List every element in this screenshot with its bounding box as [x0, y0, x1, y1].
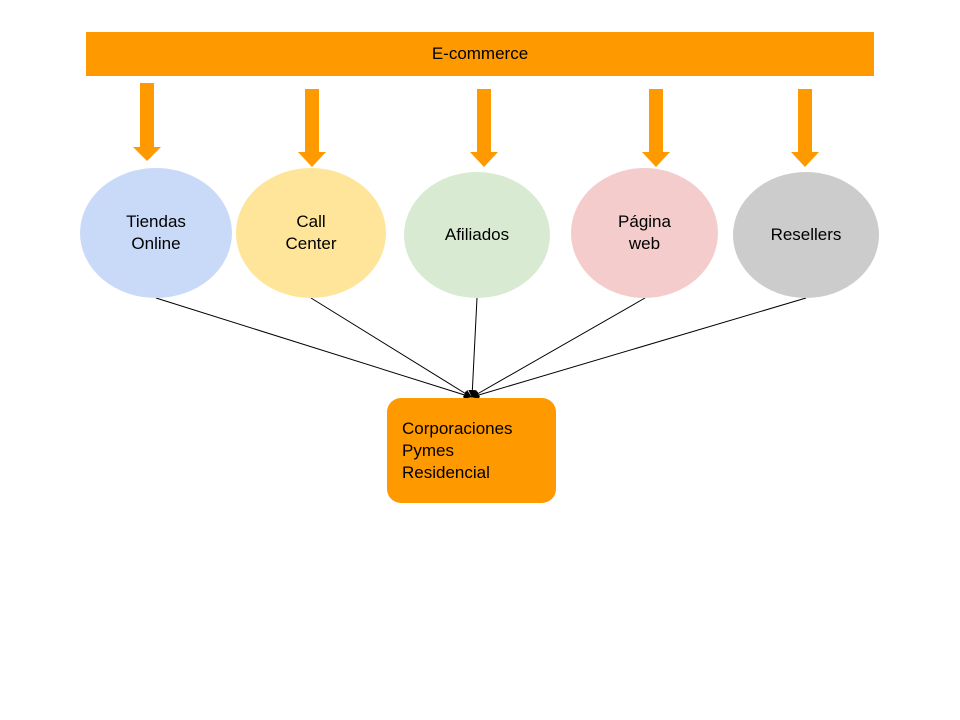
block-arrow — [133, 83, 161, 161]
target-line-residencial: Residencial — [402, 463, 490, 482]
block-arrow — [298, 89, 326, 167]
node-call-center: Call Center — [236, 168, 386, 298]
target-box: Corporaciones Pymes Residencial — [387, 398, 556, 503]
connector-line — [471, 297, 646, 398]
node-afiliados: Afiliados — [404, 172, 550, 298]
block-arrow — [470, 89, 498, 167]
node-resellers: Resellers — [733, 172, 879, 298]
node-pagina-web: Página web — [571, 168, 718, 298]
block-arrow — [642, 89, 670, 167]
target-line-corporaciones: Corporaciones — [402, 419, 513, 438]
connector-line — [471, 297, 807, 399]
connector-line — [468, 297, 478, 398]
banner-label: E-commerce — [431, 44, 529, 63]
banner-bar — [86, 32, 874, 76]
block-arrow — [791, 89, 819, 167]
node-tiendas-online: Tiendas Online — [80, 168, 232, 298]
connector-line — [310, 297, 472, 398]
target-line-pymes: Pymes — [402, 441, 454, 460]
connector-line — [155, 297, 472, 399]
